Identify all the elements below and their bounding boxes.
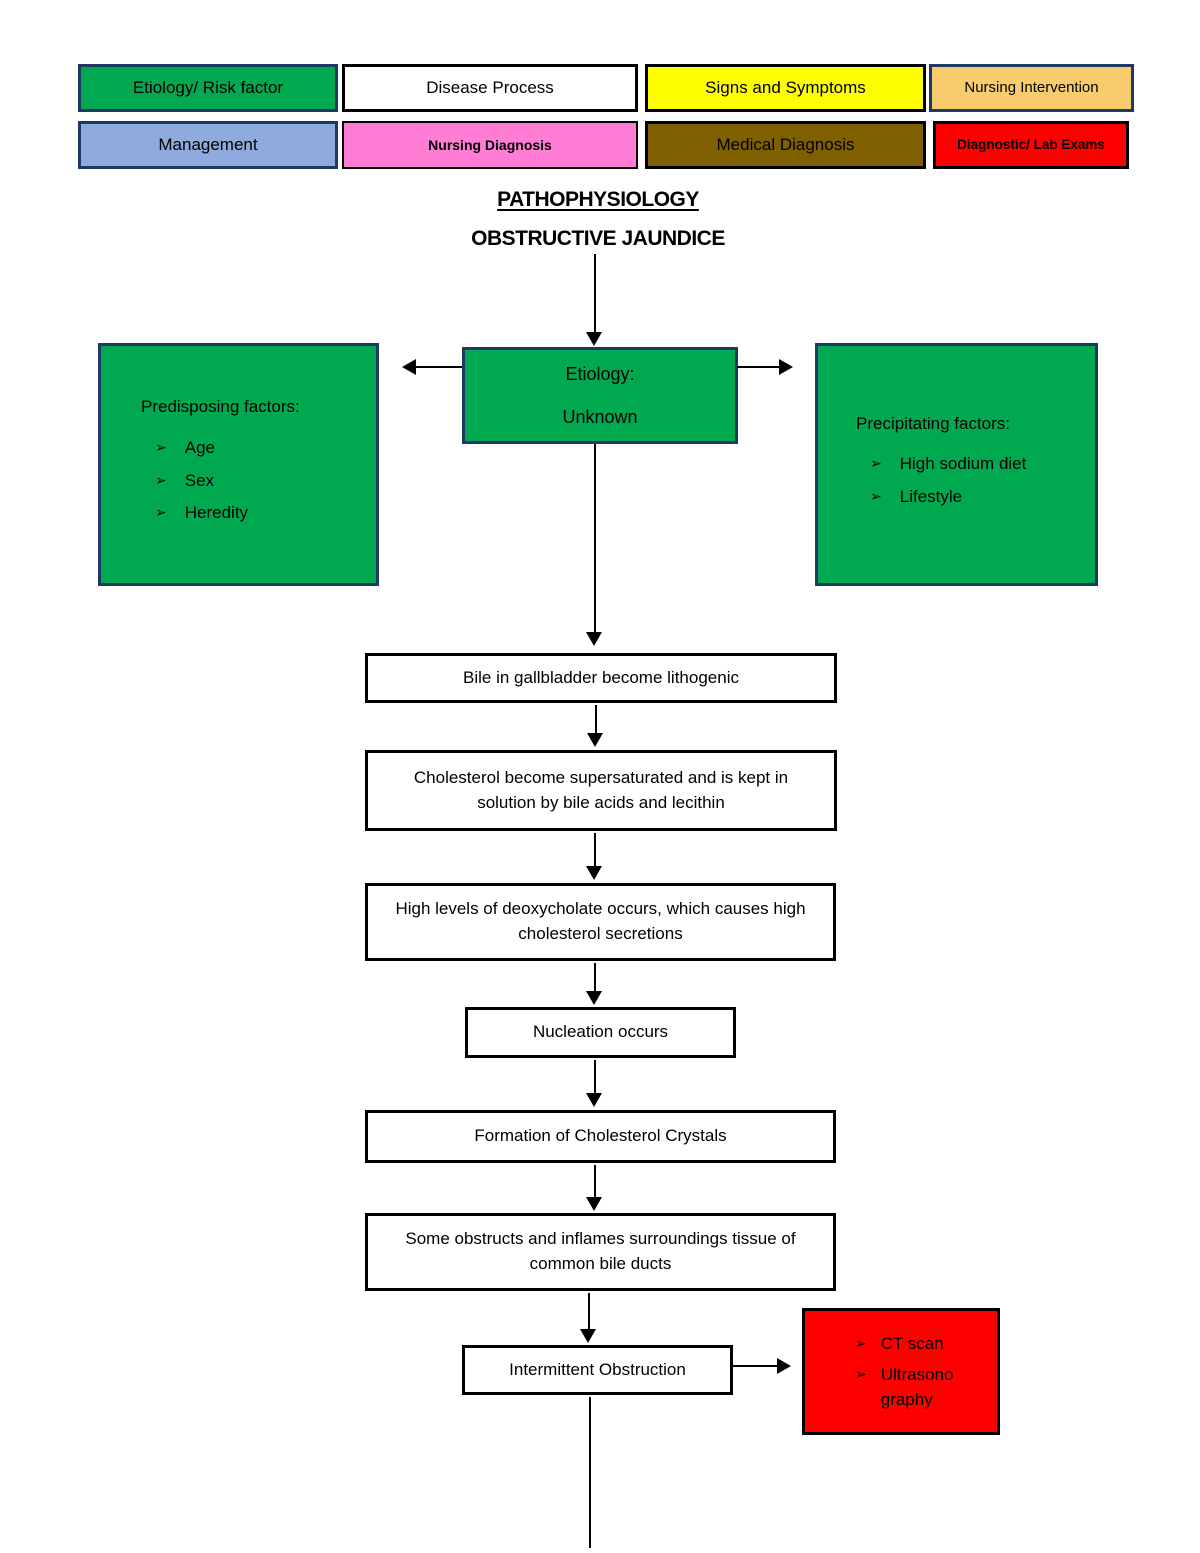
precipitating-factors-box: Precipitating factors: ➢ High sodium die…: [815, 343, 1098, 586]
connector-etiology-to-step1: [594, 444, 596, 632]
list-item-label: Ultrasonography: [880, 1364, 954, 1410]
flow-step-crystal-formation: Formation of Cholesterol Crystals: [365, 1110, 836, 1163]
etiology-box: Etiology: Unknown: [462, 347, 738, 444]
arrowhead-down-icon: [586, 332, 602, 346]
page-title: PATHOPHYSIOLOGY: [348, 188, 848, 212]
arrowhead-right-icon: [779, 359, 793, 375]
legend-item-medical-diagnosis: Medical Diagnosis: [645, 121, 926, 169]
connector-step1-to-step2: [595, 705, 597, 735]
arrowhead-down-icon: [586, 632, 602, 646]
page-subtitle: OBSTRUCTIVE JAUNDICE: [471, 227, 725, 250]
list-item-label: Heredity: [184, 503, 249, 523]
page-title-text: PATHOPHYSIOLOGY: [497, 188, 699, 211]
flow-step-nucleation: Nucleation occurs: [465, 1007, 736, 1058]
list-item: ➢ Age: [155, 436, 376, 461]
etiology-line1: Etiology:: [565, 364, 635, 385]
arrowhead-down-icon: [580, 1329, 596, 1343]
connector-bottom-line: [589, 1397, 591, 1548]
arrowhead-down-icon: [586, 1197, 602, 1211]
list-item-label: Sex: [184, 470, 215, 490]
legend-item-nursing-intervention: Nursing Intervention: [929, 64, 1134, 112]
flow-step-deoxycholate: High levels of deoxycholate occurs, whic…: [365, 883, 836, 961]
connector-title-to-etiology: [594, 254, 596, 334]
arrow-bullet-icon: ➢: [155, 504, 167, 521]
flow-step-obstruction-inflammation: Some obstructs and inflames surroundings…: [365, 1213, 836, 1291]
connector-etiology-to-predisposing: [416, 366, 462, 368]
legend-item-signs-and-symptoms: Signs and Symptoms: [645, 64, 926, 112]
precipitating-title: Precipitating factors:: [856, 413, 1011, 433]
arrow-bullet-icon: ➢: [855, 1365, 867, 1382]
connector-step5-to-step6: [594, 1165, 596, 1197]
arrowhead-down-icon: [586, 1093, 602, 1107]
list-item: ➢ Lifestyle: [870, 485, 1095, 510]
etiology-line2: Unknown: [562, 406, 638, 427]
legend-item-disease-process: Disease Process: [342, 64, 638, 112]
list-item: ➢ CT scan: [855, 1331, 960, 1357]
flow-step-cholesterol-supersaturated: Cholesterol become supersaturated and is…: [365, 750, 837, 831]
diagnostics-box: ➢ CT scan ➢ Ultrasonography: [802, 1308, 1000, 1435]
arrowhead-left-icon: [402, 359, 416, 375]
arrow-bullet-icon: ➢: [155, 438, 167, 455]
arrow-bullet-icon: ➢: [870, 487, 882, 504]
connector-step2-to-step3: [594, 833, 596, 866]
arrow-bullet-icon: ➢: [855, 1335, 867, 1351]
flow-step-bile-lithogenic: Bile in gallbladder become lithogenic: [365, 653, 837, 703]
arrow-bullet-icon: ➢: [870, 455, 882, 472]
arrowhead-down-icon: [586, 991, 602, 1005]
connector-step7-to-diagnostics: [733, 1365, 777, 1367]
legend-item-diagnostic-lab-exams: Diagnostic/ Lab Exams: [933, 121, 1129, 169]
list-item: ➢ Ultrasonography: [855, 1362, 960, 1413]
connector-step6-to-step7: [588, 1293, 590, 1329]
arrowhead-down-icon: [587, 733, 603, 747]
arrowhead-right-icon: [777, 1358, 791, 1374]
list-item-label: High sodium diet: [899, 454, 1027, 474]
predisposing-factors-box: Predisposing factors: ➢ Age ➢ Sex ➢ Here…: [98, 343, 379, 586]
legend-item-management: Management: [78, 121, 338, 169]
arrowhead-down-icon: [586, 866, 602, 880]
list-item-label: Lifestyle: [899, 486, 963, 506]
legend-item-nursing-diagnosis: Nursing Diagnosis: [342, 121, 638, 169]
list-item-label: CT scan: [880, 1334, 944, 1353]
connector-step3-to-step4: [594, 963, 596, 991]
legend-item-etiology-risk-factor: Etiology/ Risk factor: [78, 64, 338, 112]
arrow-bullet-icon: ➢: [155, 471, 167, 488]
flow-step-intermittent-obstruction: Intermittent Obstruction: [462, 1345, 733, 1395]
connector-etiology-to-precipitating: [737, 366, 779, 368]
list-item-label: Age: [184, 437, 215, 457]
list-item: ➢ High sodium diet: [870, 452, 1095, 477]
list-item: ➢ Heredity: [155, 501, 376, 526]
list-item: ➢ Sex: [155, 469, 376, 494]
predisposing-title: Predisposing factors:: [141, 397, 300, 417]
connector-step4-to-step5: [594, 1060, 596, 1093]
